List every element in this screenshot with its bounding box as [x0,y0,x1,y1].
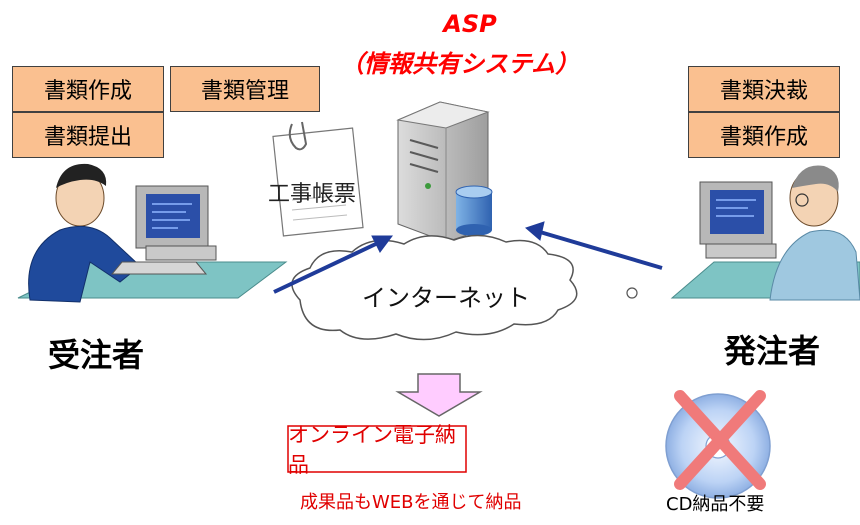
document-icon [272,121,364,237]
internet-label: インターネット [362,284,530,312]
task-create-documents-orderer: 書類作成 [688,112,840,158]
result-note: 成果品もWEBを通じて納品 [300,492,522,513]
orderer-figure [670,165,860,301]
task-create-documents: 書類作成 [12,66,164,112]
down-arrow [395,373,483,417]
internet-cloud [291,234,638,341]
x-mark-icon [674,390,766,490]
task-approve-documents: 書類決裁 [688,66,840,112]
document-label: 工事帳票 [268,182,357,207]
task-manage-documents: 書類管理 [170,66,320,112]
upload-arrows [273,221,663,294]
asp-title: ASP [443,10,497,38]
asp-subtitle: （情報共有システム） [340,50,580,78]
contractor-figure [17,163,288,303]
result-label: オンライン電子納品 [288,423,456,477]
task-submit-documents: 書類提出 [12,112,164,158]
cd-label: CD納品不要 [666,494,765,515]
server-icon [396,101,493,243]
orderer-label: 発注者 [724,332,821,370]
result-box [287,425,467,473]
contractor-label: 受注者 [48,336,145,374]
